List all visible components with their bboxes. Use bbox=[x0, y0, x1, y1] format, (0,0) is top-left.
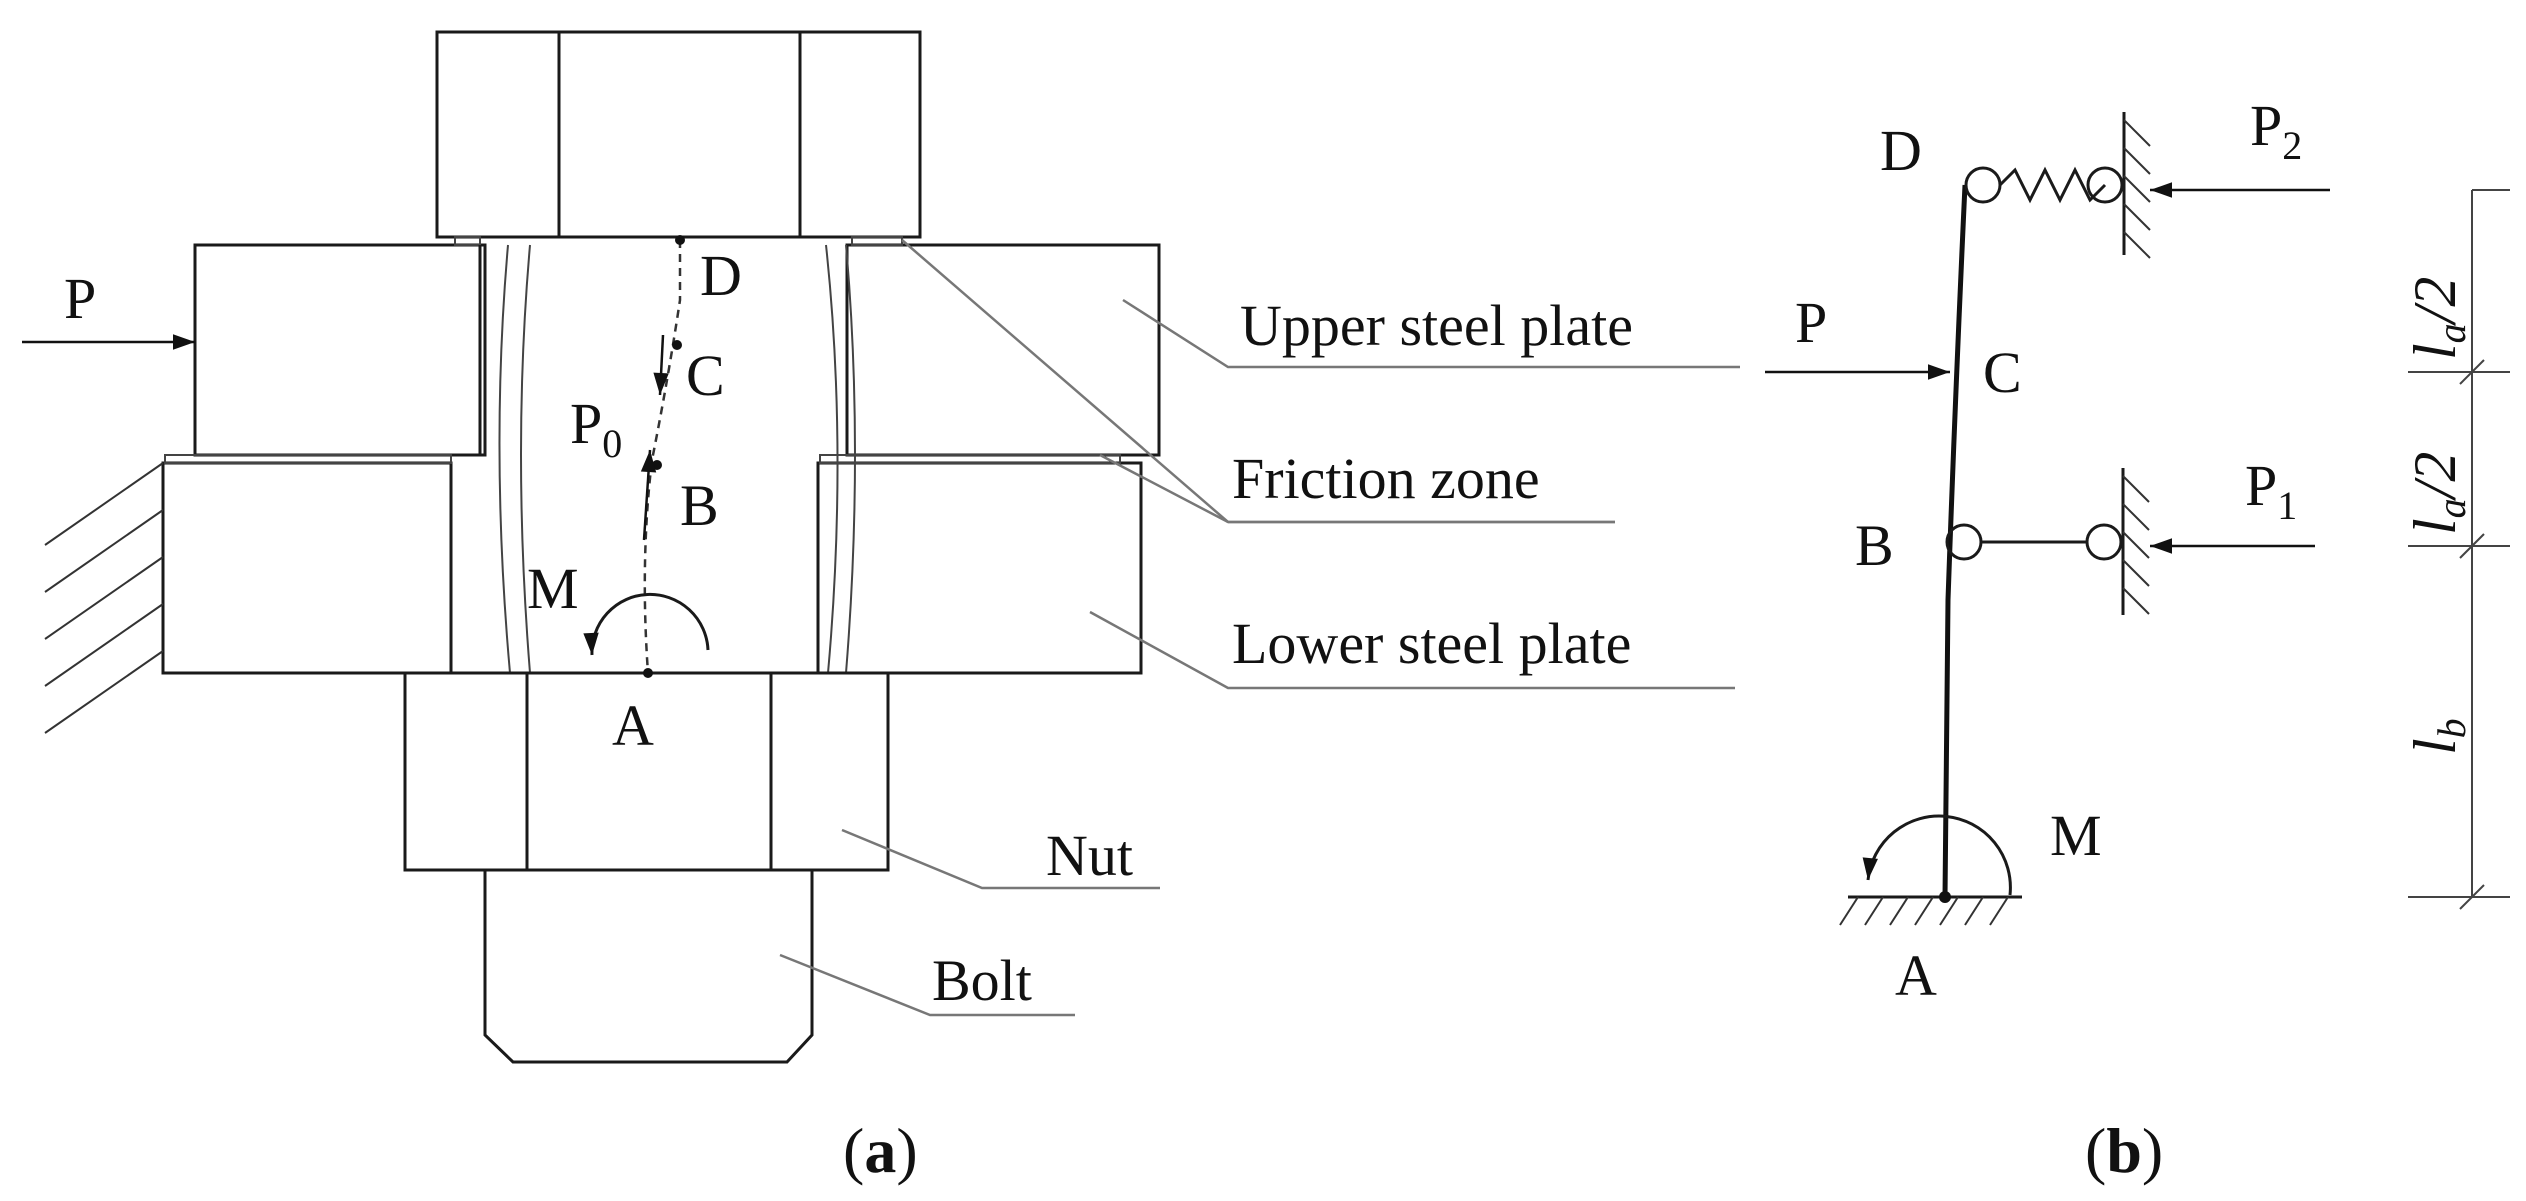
label-B-a: B bbox=[680, 473, 719, 538]
arrow-at-C bbox=[653, 334, 669, 396]
wall-D-hatching bbox=[2123, 119, 2151, 259]
label-P1: P1 bbox=[2245, 453, 2297, 528]
point-A-dot bbox=[643, 668, 653, 678]
label-P2: P2 bbox=[2250, 93, 2302, 168]
caption-b: (b) bbox=[2085, 1115, 2163, 1186]
label-bolt: Bolt bbox=[932, 948, 1032, 1013]
point-D-dot bbox=[675, 235, 685, 245]
panel-a: P D C P0 B M A Upper steel plate Frictio… bbox=[22, 30, 1740, 1186]
ground-A-hatching bbox=[1839, 896, 2009, 926]
label-lower-steel-plate: Lower steel plate bbox=[1232, 611, 1631, 676]
dim-la-upper: la/2 bbox=[2402, 277, 2474, 360]
label-upper-steel-plate: Upper steel plate bbox=[1240, 293, 1633, 358]
lower-steel-plate bbox=[161, 461, 1143, 675]
node-D-support bbox=[2086, 166, 2124, 204]
spring bbox=[1998, 166, 2107, 204]
label-A-a: A bbox=[612, 693, 654, 758]
caption-a: (a) bbox=[843, 1115, 918, 1186]
panel-b: D C B A P P2 P1 M la/2 la/2 lb (b) bbox=[1765, 93, 2510, 1186]
label-D-a: D bbox=[700, 243, 742, 308]
node-B-support bbox=[2085, 523, 2123, 561]
wall-B-hatching bbox=[2122, 475, 2150, 615]
label-nut: Nut bbox=[1046, 823, 1133, 888]
dim-la-lower: la/2 bbox=[2402, 452, 2474, 535]
point-C-dot bbox=[672, 340, 682, 350]
label-P0-a: P0 bbox=[570, 391, 622, 466]
bolt-shank bbox=[478, 244, 856, 674]
dimension-lines bbox=[2408, 189, 2510, 910]
leader-lines bbox=[779, 239, 1740, 1017]
moment-arc-b bbox=[1862, 814, 2012, 896]
bolt-tail bbox=[483, 870, 814, 1064]
label-M-b: M bbox=[2050, 803, 2102, 868]
label-D-b: D bbox=[1880, 118, 1922, 183]
label-P-b: P bbox=[1795, 290, 1827, 355]
arrow-P0 bbox=[640, 449, 657, 541]
bolt-head bbox=[435, 30, 922, 239]
label-B-b: B bbox=[1855, 513, 1894, 578]
dim-lb: lb bbox=[2402, 718, 2474, 755]
moment-arc-a bbox=[583, 592, 710, 656]
label-M-a: M bbox=[527, 556, 579, 621]
beam-curve bbox=[1942, 184, 1968, 898]
label-A-b: A bbox=[1895, 943, 1937, 1008]
label-C-b: C bbox=[1983, 340, 2022, 405]
label-P-a: P bbox=[64, 266, 96, 331]
point-B-dot bbox=[652, 460, 662, 470]
friction-zone-strips bbox=[164, 236, 1121, 464]
node-D bbox=[1964, 166, 2002, 204]
wall-hatching-a bbox=[44, 462, 164, 734]
point-A-b-dot bbox=[1939, 891, 1951, 903]
label-C-a: C bbox=[686, 343, 725, 408]
label-friction-zone: Friction zone bbox=[1232, 446, 1540, 511]
